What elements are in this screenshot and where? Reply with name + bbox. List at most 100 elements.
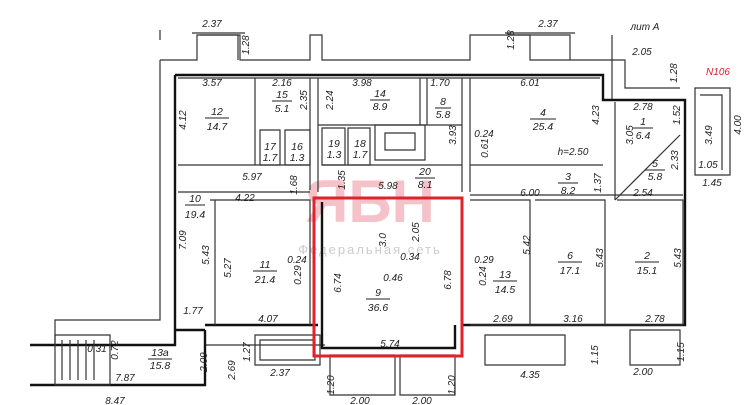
dimension: 2.00 (411, 396, 432, 405)
dimension: 1.77 (183, 306, 203, 317)
svg-text:15.8: 15.8 (150, 360, 171, 372)
dimension: 2.35 (299, 90, 310, 111)
svg-text:17: 17 (264, 141, 277, 153)
dimension: 2.00 (632, 367, 653, 378)
room-2: 215.1 (635, 250, 659, 277)
dimension: 2.37 (269, 368, 290, 379)
room-16: 161.3 (290, 141, 305, 164)
svg-text:1.7: 1.7 (263, 152, 279, 164)
dimension: 2.78 (632, 102, 653, 113)
dimension: 5.42 (522, 235, 533, 255)
svg-text:18: 18 (354, 138, 366, 150)
svg-text:5: 5 (652, 158, 658, 170)
dimension: 2.69 (492, 314, 513, 325)
dimension: 6.78 (443, 270, 454, 290)
dimension: 2.16 (271, 78, 292, 89)
dimension: 3.05 (625, 125, 636, 145)
room-6: 617.1 (558, 250, 582, 277)
dimension: 1.05 (698, 160, 718, 171)
svg-text:15: 15 (276, 89, 288, 101)
dimension: 4.35 (520, 370, 540, 381)
room-10: 10 19.4 (185, 193, 206, 221)
dimension: 2.00 (349, 396, 370, 405)
dimension: 1.37 (593, 173, 604, 193)
dimension: 5.97 (242, 172, 262, 183)
svg-text:9: 9 (375, 287, 381, 299)
dimension: 2.05 (631, 47, 652, 58)
dimension: h=2.50 (558, 147, 589, 158)
plan-title: лит А (630, 22, 660, 33)
dimension: 1.68 (289, 175, 300, 195)
dimension: 2.69 (227, 360, 238, 381)
dimension: 1.15 (676, 342, 687, 362)
svg-text:1: 1 (640, 116, 646, 128)
highlight-room-9 (312, 196, 464, 358)
dimension: 1.28 (669, 63, 680, 83)
svg-text:2: 2 (643, 250, 650, 262)
dimension: 0.72 (110, 340, 121, 360)
dimension: 3.49 (704, 125, 715, 145)
room-3: 38.2 (558, 171, 578, 197)
svg-text:1.3: 1.3 (290, 152, 305, 164)
dimension: 1.20 (447, 375, 458, 395)
room-20: 208.1 (415, 166, 435, 191)
room-9: 936.6 (366, 287, 390, 314)
dimension: 2.09 (199, 352, 210, 373)
svg-text:6.4: 6.4 (636, 130, 651, 142)
dimension: 4.22 (235, 193, 255, 204)
dimension: 2.05 (411, 222, 422, 243)
dimension: 2.37 (537, 19, 558, 30)
svg-text:15.1: 15.1 (637, 265, 657, 277)
room-18: 181.7 (353, 138, 369, 161)
svg-text:14.5: 14.5 (495, 284, 516, 296)
svg-text:19: 19 (328, 138, 340, 150)
dimension: 1.20 (326, 375, 337, 395)
dimension: 6.01 (520, 78, 539, 89)
watermark-text: Федеральная сеть (298, 242, 442, 257)
room-12: 12 14.7 (205, 106, 229, 133)
dimension: 0.34 (400, 252, 420, 263)
dimension: 2.24 (325, 90, 336, 111)
room-14: 148.9 (370, 88, 390, 113)
dimension: 4.07 (258, 314, 278, 325)
dimension: 4.23 (591, 105, 602, 125)
dimension: 3.16 (563, 314, 583, 325)
dimension: 5.43 (595, 248, 606, 268)
svg-text:5.8: 5.8 (648, 171, 663, 183)
dimension: 0.24 (287, 255, 307, 266)
dimension: 1.45 (702, 178, 722, 189)
svg-text:1.7: 1.7 (353, 149, 369, 161)
svg-text:36.6: 36.6 (368, 302, 389, 314)
dimension: 3.98 (352, 78, 372, 89)
room-19: 191.3 (327, 138, 342, 161)
svg-text:3: 3 (565, 171, 571, 183)
svg-text:8.1: 8.1 (418, 179, 433, 191)
svg-text:12: 12 (211, 106, 223, 118)
room-15: 155.1 (272, 89, 292, 115)
svg-text:19.4: 19.4 (185, 209, 206, 221)
svg-text:6: 6 (567, 250, 573, 262)
svg-text:16: 16 (291, 141, 303, 153)
dimension: 2.37 (201, 19, 222, 30)
dimension: 7.09 (178, 230, 189, 250)
room-4: 425.4 (530, 107, 556, 133)
dimension: 1.70 (430, 78, 450, 89)
svg-text:8.2: 8.2 (561, 185, 576, 197)
svg-text:8.9: 8.9 (373, 101, 388, 113)
svg-text:10: 10 (189, 193, 201, 205)
dimension: 0.29 (474, 255, 494, 266)
dimension: 6.74 (333, 273, 344, 293)
svg-text:13а: 13а (151, 347, 169, 359)
dimension: 6.00 (520, 188, 540, 199)
dimension: 2.33 (670, 150, 681, 171)
svg-text:14.7: 14.7 (207, 121, 229, 133)
dimension: 4.12 (178, 110, 189, 130)
dimension: 0.24 (474, 129, 494, 140)
dimension: 7.87 (115, 373, 135, 384)
dimension: 5.43 (201, 245, 212, 265)
svg-text:25.4: 25.4 (532, 121, 554, 133)
svg-text:8: 8 (440, 96, 446, 108)
